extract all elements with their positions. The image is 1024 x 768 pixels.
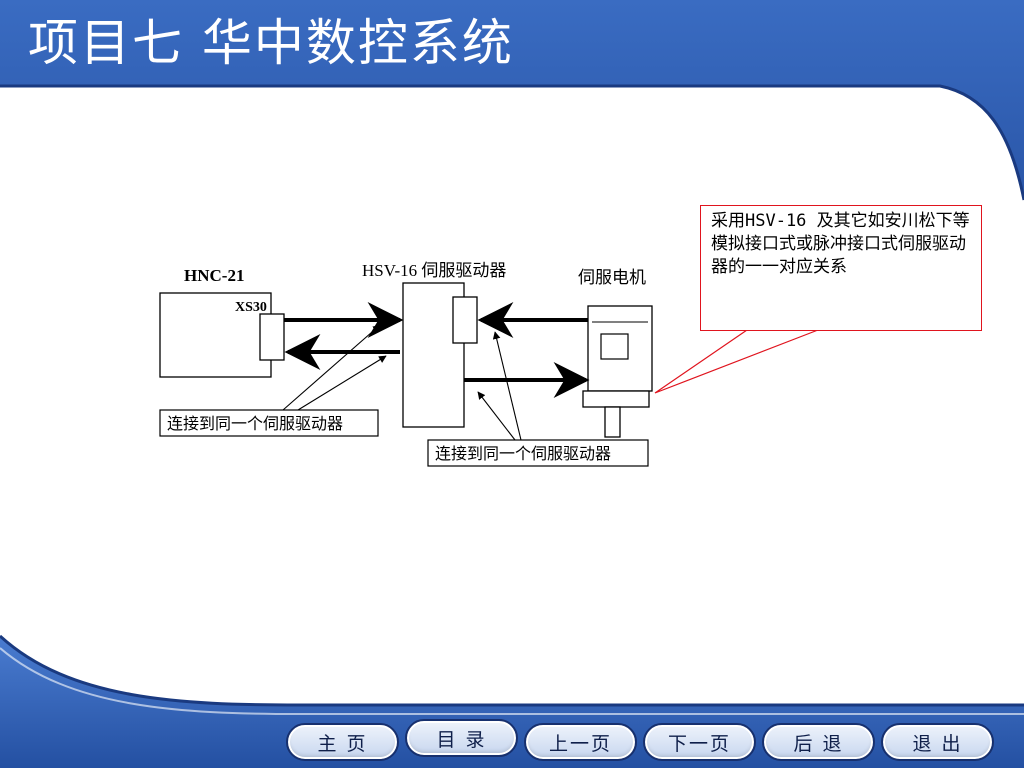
note-box-right	[427, 439, 649, 467]
hsv16-label: HSV-16 伺服驱动器	[362, 261, 506, 280]
nav-bar: 主 页 目 录 上一页 下一页 后 退 退 出	[286, 719, 994, 763]
header-band	[0, 0, 1024, 200]
footer-swoosh-edge	[0, 634, 1024, 707]
note-right-text: 连接到同一个伺服驱动器	[435, 445, 611, 463]
next-page-button[interactable]: 下一页	[643, 723, 756, 761]
page-title: 项目七 华中数控系统	[28, 14, 514, 72]
callout-text: 采用HSV-16 及其它如安川松下等模拟接口式或脉冲接口式伺服驱动器的一一对应关…	[711, 211, 970, 277]
prev-page-button[interactable]: 上一页	[524, 723, 637, 761]
servo-motor-label: 伺服电机	[578, 268, 646, 287]
home-button[interactable]: 主 页	[286, 723, 399, 761]
hnc21-box	[159, 292, 272, 378]
xs30-connector	[259, 313, 285, 361]
hnc21-label: HNC-21	[184, 266, 244, 285]
callout-pointer	[654, 329, 819, 394]
back-button[interactable]: 后 退	[762, 723, 875, 761]
xs30-label: XS30	[235, 300, 267, 315]
note-box-left	[159, 409, 379, 437]
contents-button[interactable]: 目 录	[405, 719, 518, 757]
callout-box: 采用HSV-16 及其它如安川松下等模拟接口式或脉冲接口式伺服驱动器的一一对应关…	[700, 205, 982, 331]
exit-button[interactable]: 退 出	[881, 723, 994, 761]
note-left-text: 连接到同一个伺服驱动器	[167, 415, 343, 433]
servo-motor-icon	[582, 305, 653, 438]
hsv16-connector	[452, 296, 478, 344]
header-underline	[0, 84, 1024, 201]
